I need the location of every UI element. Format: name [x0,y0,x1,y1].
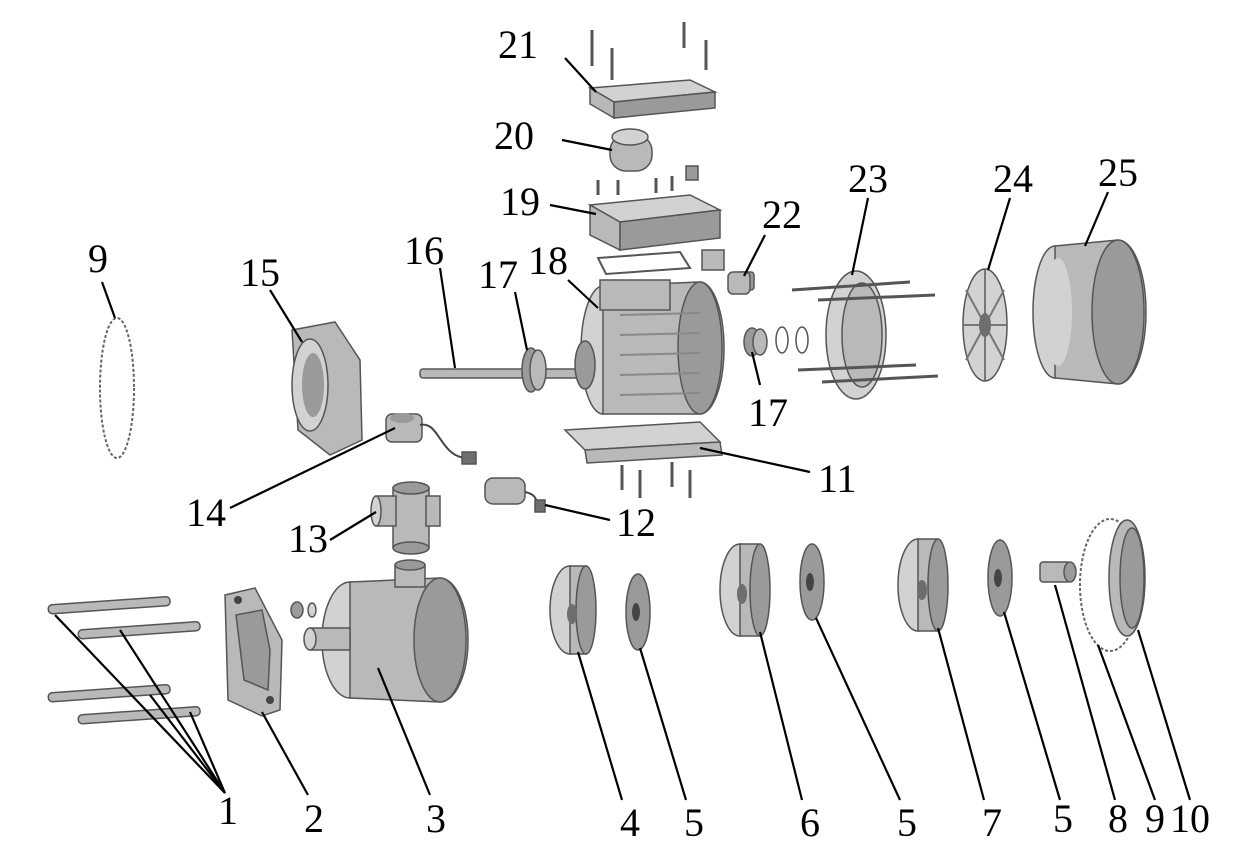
callout-5c: 5 [1053,796,1073,841]
part-2-front-flange [224,587,283,717]
callout-7: 7 [982,800,1002,845]
callout-11: 11 [818,456,857,501]
part-6-diffuser [719,543,771,637]
callout-10: 10 [1170,796,1210,841]
callout-13: 13 [288,516,328,561]
part-4-diffuser [549,565,597,655]
part-24-fan [962,268,1008,382]
callout-24: 24 [993,156,1033,201]
part-14-switch-housing [385,413,477,465]
callout-2: 2 [304,796,324,841]
callout-25: 25 [1098,150,1138,195]
part-10-rear-cover [1108,519,1146,637]
part-13-tee-connector [370,481,441,555]
callout-17b: 17 [748,390,788,435]
callout-21: 21 [498,22,538,67]
part-3-pump-casing [290,559,469,703]
callout-5a: 5 [684,800,704,845]
callout-3: 3 [426,796,446,841]
part-21-box-cover [587,22,718,120]
part-5-impeller-a [625,573,651,651]
callout-15: 15 [240,250,280,295]
part-25-fan-cover [1032,239,1147,385]
part-17-bearing-a [521,347,547,393]
part-5-impeller-c [987,539,1013,617]
callout-4: 4 [620,800,640,845]
callout-16: 16 [404,228,444,273]
part-11-base-plate [563,421,723,498]
part-8-sleeve [1039,561,1077,583]
part-5-impeller-b [799,543,825,621]
part-1-tie-rods [47,596,201,725]
part-7-diffuser [897,538,949,632]
callout-9b: 9 [1145,796,1165,841]
part-20-capacitor [609,128,699,181]
callout-5b: 5 [897,800,917,845]
callout-18: 18 [528,238,568,283]
callout-1: 1 [218,788,238,833]
leader-lines [54,57,1192,801]
callout-8: 8 [1108,796,1128,841]
callout-labels: 1 2 3 4 5 6 5 7 5 8 9 10 9 11 12 13 14 1… [88,22,1210,845]
callout-22: 22 [762,192,802,237]
callout-23: 23 [848,156,888,201]
part-9-o-ring-a [99,317,135,459]
callout-14: 14 [186,490,226,535]
part-23-end-shield [791,270,939,400]
part-17-bearing-b [743,326,809,357]
part-12-sensor [484,477,546,513]
callout-19: 19 [500,179,540,224]
callout-9a: 9 [88,236,108,281]
callout-20: 20 [494,113,534,158]
callout-12: 12 [616,500,656,545]
callout-6: 6 [800,800,820,845]
part-18-motor-body [574,279,725,415]
part-15-motor-bracket [291,321,363,456]
part-22-cable-gland [727,271,751,295]
part-19-terminal-box [587,176,755,291]
callout-17a: 17 [478,252,518,297]
